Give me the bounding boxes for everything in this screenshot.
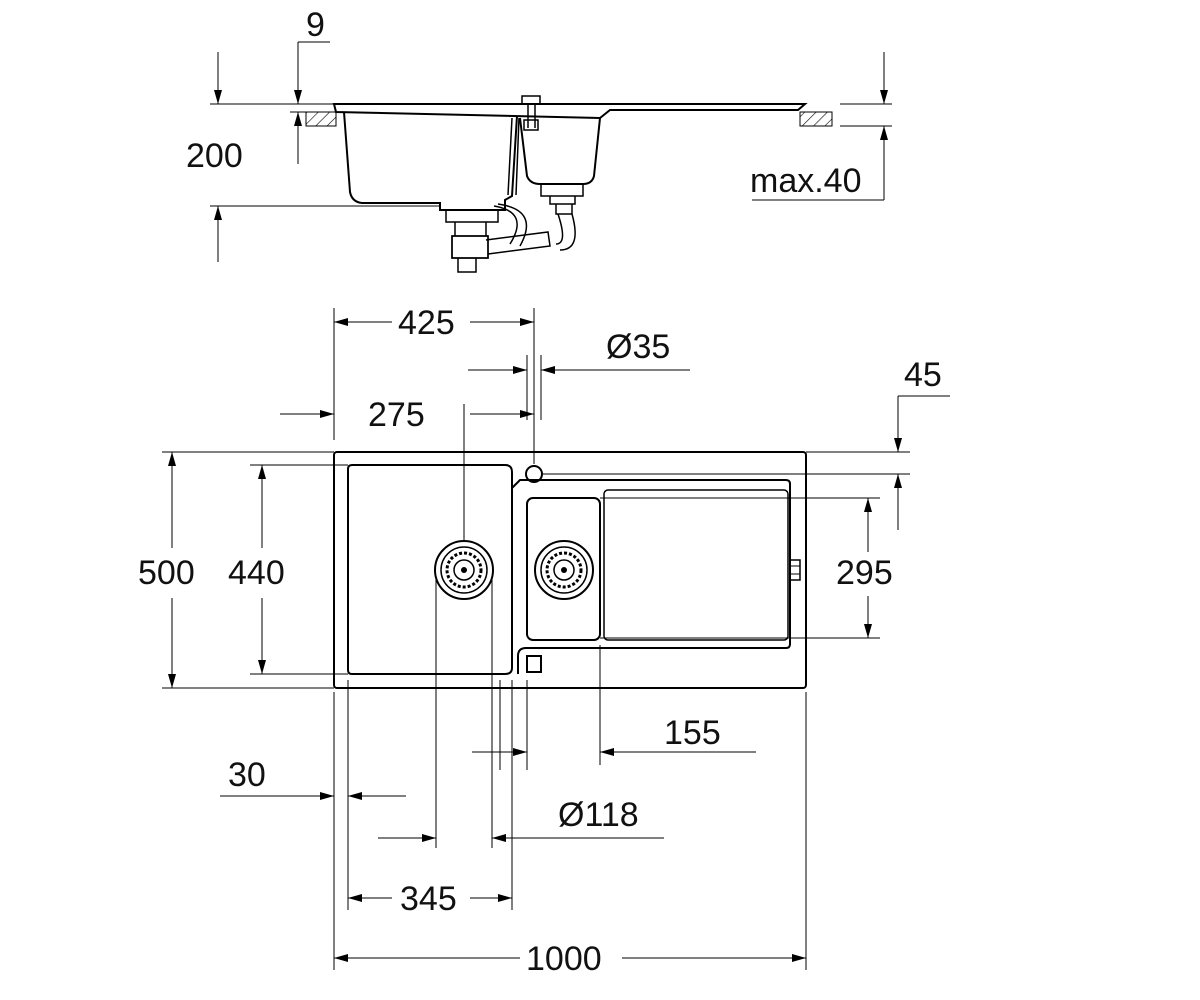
dim-bowl-depth: 440 [228,554,285,592]
plan-view: 425 Ø35 275 45 500 [138,304,950,978]
sink-rim [332,103,808,120]
large-bowl-profile [343,111,518,211]
tap-fitting [521,95,541,131]
overflow-pipe [507,117,520,196]
dim-drain-offset: 275 [368,396,425,434]
dim-small-bowl-depth: 295 [836,554,893,592]
dim-rim-thickness: 9 [306,6,325,44]
drain-large [434,540,494,600]
drainer-area [603,489,789,641]
large-bowl [347,464,513,675]
dim-small-bowl-width: 155 [664,714,721,752]
dim-overall-depth: 500 [138,554,195,592]
waste-pipe-small [540,184,584,251]
dim-depth: 200 [186,137,243,175]
dim-worktop-max: max.40 [750,162,862,200]
dim-back-margin: 45 [904,356,942,394]
worktop-right-hatch [799,111,833,127]
sink-outline [333,451,807,689]
small-bowl [526,497,601,641]
drain-small [534,540,594,600]
dim-bowl-width: 345 [400,880,457,918]
dim-tap-position: 425 [398,304,455,342]
dim-overall-width: 1000 [526,940,602,978]
dim-side-margin: 30 [228,756,266,794]
dim-tap-hole: Ø35 [606,328,670,366]
waste-trap [445,210,551,273]
drainer-handle [789,559,801,581]
side-view: 200 9 max.40 [186,6,892,273]
worktop-left-hatch [305,111,337,127]
overflow-button [526,655,542,673]
connecting-hose [493,203,528,247]
waste-trap-body [451,235,489,259]
dim-drain-diameter: Ø118 [558,796,639,834]
drainer-frame [511,479,791,674]
small-bowl-profile [519,117,601,185]
